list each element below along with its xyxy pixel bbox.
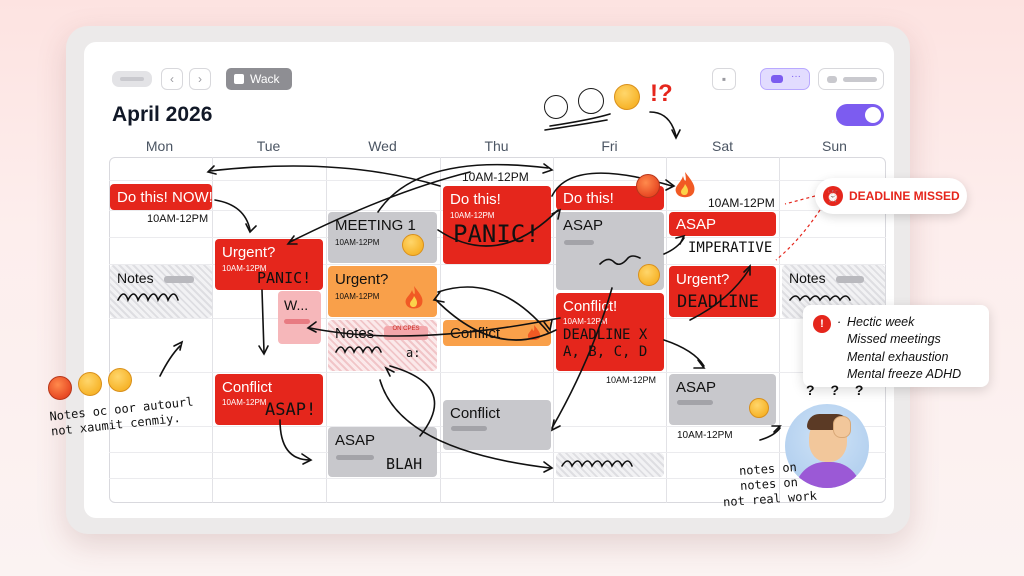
mode-toggle[interactable]	[836, 104, 884, 126]
frustrated-emoji-icon	[108, 368, 132, 392]
event-time: 10AM-12PM	[462, 170, 529, 184]
view-toggle-month[interactable]	[818, 68, 884, 90]
interrobang-icon: !?	[650, 80, 673, 107]
chat-button[interactable]: ▪	[712, 68, 736, 90]
day-header-fri: Fri	[601, 138, 618, 154]
calendar-icon	[234, 74, 244, 84]
day-header-sat: Sat	[711, 138, 733, 154]
fire-icon	[675, 172, 695, 198]
alert-icon: !	[813, 315, 831, 333]
event-tue-w[interactable]: W...	[278, 291, 321, 344]
event-thu-conflict-gray[interactable]: Conflict	[443, 400, 551, 450]
event-wed-urgent[interactable]: Urgent? 10AM-12PM	[328, 266, 437, 317]
event-placeholder-bar	[451, 426, 487, 431]
prev-button[interactable]: ‹	[161, 68, 183, 90]
exploding-head-emoji-icon	[638, 264, 660, 286]
event-time: 10AM-12PM	[677, 430, 733, 441]
dizzy-face-icon	[578, 88, 604, 114]
crying-emoji-icon	[749, 398, 769, 418]
day-header-thu: Thu	[484, 138, 509, 154]
grid-row-line	[109, 180, 886, 181]
notes-tag	[164, 276, 194, 283]
event-thu-conflict-orange[interactable]: Conflict	[443, 320, 551, 346]
day-header-wed: Wed	[368, 138, 397, 154]
grid-divider	[553, 157, 554, 503]
view-toggle-week[interactable]: ···	[760, 68, 810, 90]
event-wed-asap[interactable]: ASAP BLAH	[328, 427, 437, 477]
grid-divider	[666, 157, 667, 503]
grid-divider	[779, 157, 780, 503]
angry-emoji-icon	[48, 376, 72, 400]
month-title: April 2026	[112, 103, 213, 126]
event-fri-notes-strip[interactable]	[556, 453, 664, 477]
grid-row-line	[109, 372, 886, 373]
cursing-face-icon	[614, 84, 640, 110]
hectic-week-card: ! · Hectic week Missed meetings Mental e…	[803, 305, 989, 387]
event-time: 10AM-12PM	[708, 196, 775, 210]
event-wed-meeting[interactable]: MEETING 1 10AM-12PM	[328, 212, 437, 263]
question-marks-icon: ? ? ?	[806, 382, 870, 398]
grid-row-line	[109, 478, 886, 479]
right-handwritten-note: notes on notes on not real work	[722, 460, 818, 510]
event-fri-conflict[interactable]: Conflict! 10AM-12PM DEADLINE X A, B, C, …	[556, 293, 664, 371]
event-placeholder-bar	[336, 455, 374, 460]
event-sat-asap[interactable]: ASAP	[669, 212, 776, 236]
sidebar-toggle-button[interactable]	[112, 71, 152, 87]
grid-divider	[440, 157, 441, 503]
angry-emoji-icon	[636, 174, 660, 198]
day-header-tue: Tue	[256, 138, 281, 154]
event-handwritten-note: IMPERATIVE	[688, 240, 773, 256]
event-placeholder-bar	[677, 400, 713, 405]
event-placeholder-bar	[564, 240, 594, 245]
worried-emoji-icon	[78, 372, 102, 396]
alarm-icon: ⏰	[823, 186, 843, 206]
event-time: 10AM-12PM	[606, 375, 657, 385]
event-mon-do-this[interactable]: Do this! NOW!!!	[110, 184, 212, 210]
event-placeholder-bar	[284, 319, 310, 324]
event-mon-notes[interactable]: Notes	[110, 265, 212, 318]
chevron-right-icon: ›	[198, 72, 202, 86]
day-header-mon: Mon	[145, 138, 174, 154]
deadline-missed-alert[interactable]: ⏰ DEADLINE MISSED	[815, 178, 967, 214]
event-sat-asap2[interactable]: ASAP	[669, 374, 776, 425]
fire-icon	[405, 286, 423, 309]
event-tue-urgent[interactable]: Urgent? 10AM-12PM PANIC!	[215, 239, 323, 290]
stressed-person-avatar	[785, 404, 869, 488]
day-header-sun: Sun	[822, 138, 847, 154]
toggle-knob	[865, 107, 881, 123]
grid-row-line	[109, 452, 886, 453]
event-time: 10AM-12PM	[147, 213, 209, 225]
event-sat-urgent[interactable]: Urgent? DEADLINE	[669, 266, 776, 317]
event-tue-conflict[interactable]: Conflict 10AM-12PM ASAP!	[215, 374, 323, 425]
event-fri-asap[interactable]: ASAP	[556, 212, 664, 290]
grid-row-line	[109, 318, 886, 319]
grid-divider	[326, 157, 327, 503]
fire-icon	[527, 325, 541, 340]
grid-divider	[212, 157, 213, 503]
angry-face-icon	[544, 95, 568, 119]
chevron-left-icon: ‹	[170, 72, 174, 86]
next-button[interactable]: ›	[189, 68, 211, 90]
grid-row-line	[109, 264, 886, 265]
notes-tag	[836, 276, 864, 283]
chat-icon: ▪	[721, 72, 727, 86]
scream-emoji-icon	[402, 234, 424, 256]
calendar-tag-button[interactable]: Wack	[226, 68, 292, 90]
